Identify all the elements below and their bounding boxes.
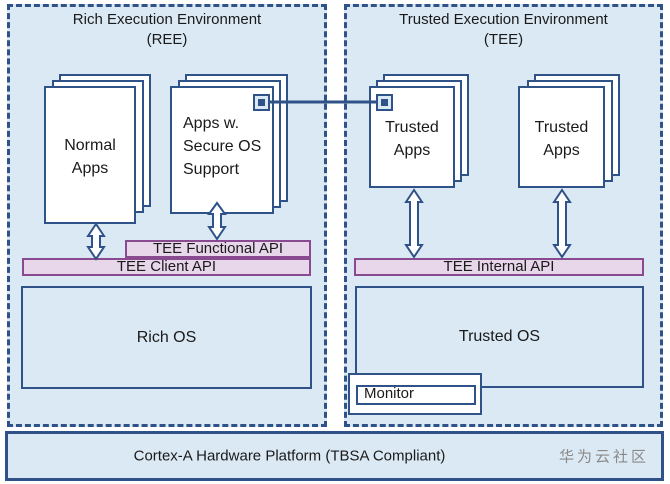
monitor-label: Monitor: [356, 385, 476, 405]
tee-title: Trusted Execution Environment (TEE): [347, 10, 660, 50]
ree-title: Rich Execution Environment (REE): [10, 10, 324, 50]
monitor-box: Monitor: [348, 373, 482, 415]
trusted-os-box: Trusted OS: [355, 286, 644, 388]
tee-title-line2: (TEE): [483, 31, 524, 48]
rich-os-box: Rich OS: [21, 286, 312, 389]
tee-functional-api-bar: TEE Functional API: [125, 240, 311, 258]
normal-apps-label: Normal Apps: [64, 137, 116, 177]
normal-apps-card: Normal Apps: [44, 86, 136, 224]
trusted-apps-2-label: Trusted Apps: [534, 119, 589, 159]
hardware-platform-bar: Cortex-A Hardware Platform (TBSA Complia…: [5, 431, 664, 481]
secure-os-apps-label: Apps w. Secure OS Support: [183, 115, 262, 178]
arrow-normal-apps-client-api: [86, 222, 106, 261]
tee-port-icon: [376, 94, 393, 111]
arrow-secure-os-apps-functional-api: [207, 201, 227, 241]
secure-os-apps-card: Apps w. Secure OS Support: [170, 86, 274, 214]
trusted-apps-1-label: Trusted Apps: [385, 119, 439, 159]
hardware-platform-label: Cortex-A Hardware Platform (TBSA Complia…: [133, 447, 446, 465]
trusted-os-label: Trusted OS: [458, 328, 541, 345]
trusted-apps-2-card: Trusted Apps: [518, 86, 605, 188]
arrow-trusted-apps-1-internal-api: [404, 188, 424, 259]
tee-title-line1: Trusted Execution Environment: [399, 11, 608, 28]
ree-port-icon: [253, 94, 270, 111]
rich-os-label: Rich OS: [136, 328, 197, 346]
tee-client-api-bar: TEE Client API: [22, 258, 311, 276]
arrow-trusted-apps-2-internal-api: [552, 188, 572, 259]
ree-title-line1: Rich Execution Environment: [72, 11, 262, 28]
ree-title-line2: (REE): [146, 31, 188, 48]
watermark-text: 华为云社区: [558, 448, 649, 466]
tee-internal-api-bar: TEE Internal API: [354, 258, 644, 276]
